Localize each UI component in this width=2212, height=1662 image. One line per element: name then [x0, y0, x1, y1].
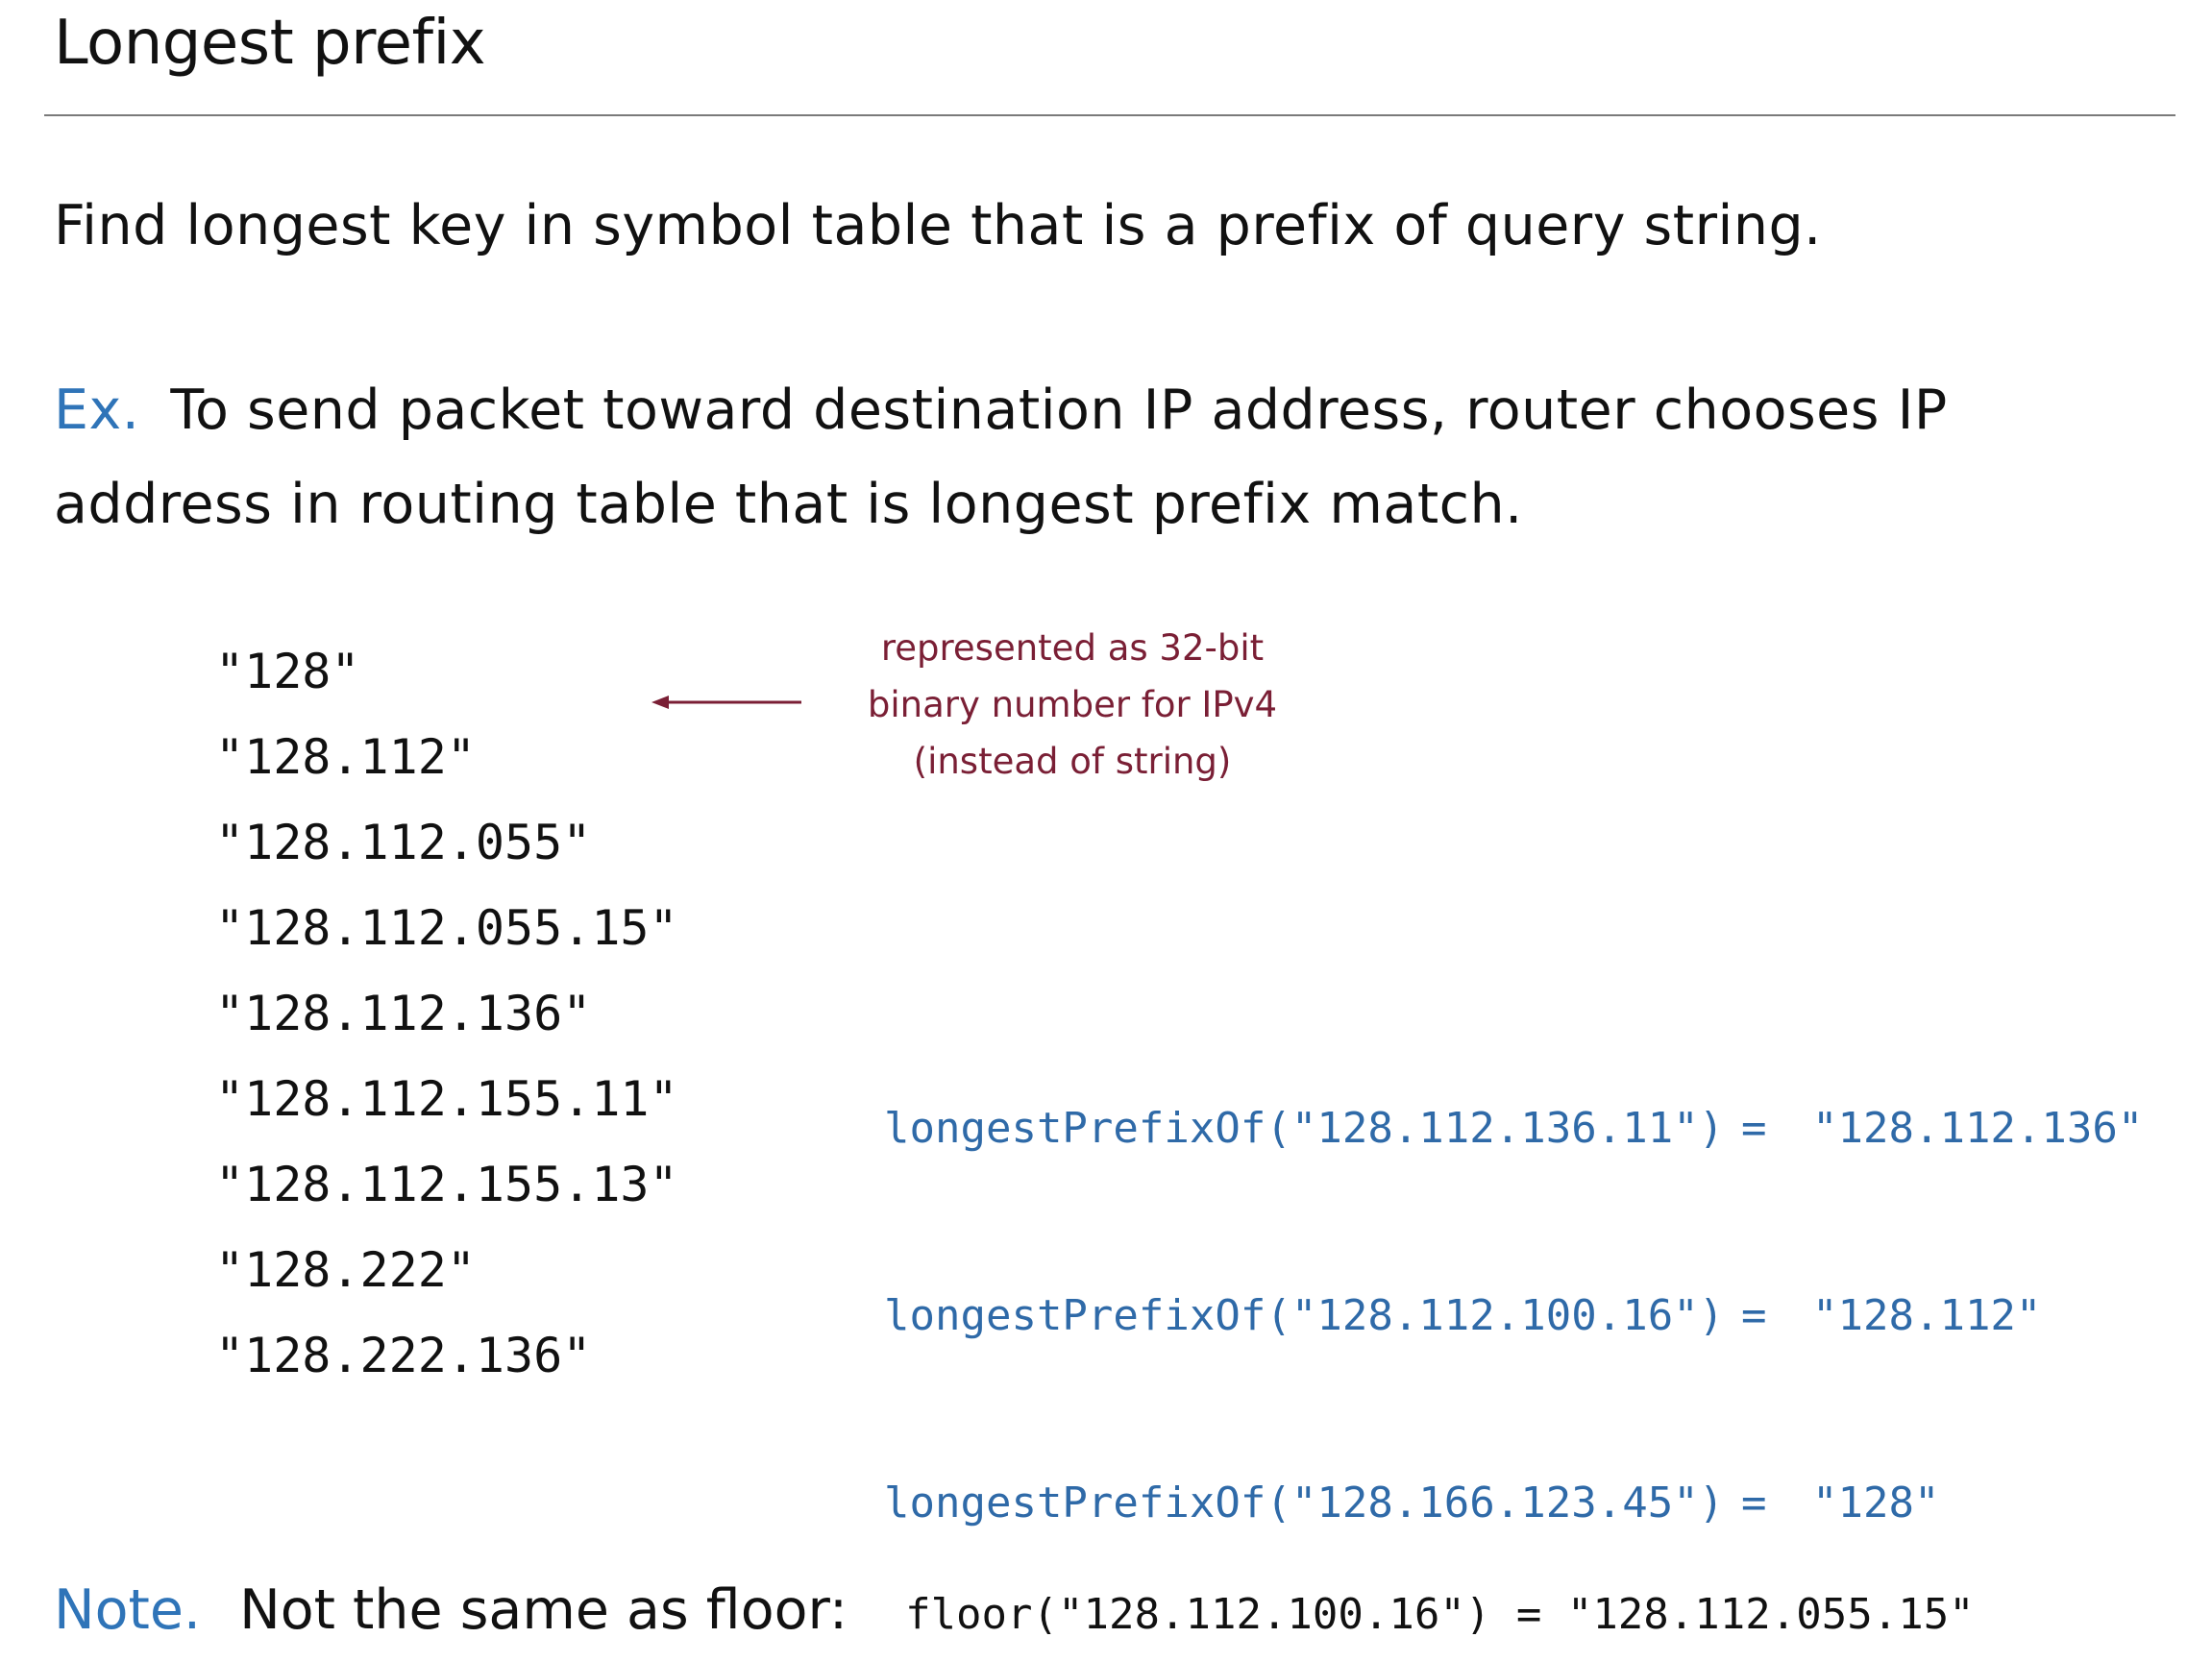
key-item: "128.112.136": [215, 986, 592, 1041]
left-arrow-icon: [651, 696, 801, 709]
key-item: "128.112.055.15": [215, 900, 678, 956]
floor-example-code: floor("128.112.100.16") = "128.112.055.1…: [905, 1590, 1975, 1639]
key-item: "128.222": [215, 1242, 476, 1298]
ipv4-annotation: represented as 32-bit binary number for …: [803, 620, 1341, 790]
query-result: "128": [1812, 1479, 1940, 1528]
query-call: longestPrefixOf("128.112.100.16"): [884, 1291, 1725, 1340]
routing-table-keys: "128" "128.112" "128.112.055" "128.112.0…: [215, 629, 678, 1399]
query-call: longestPrefixOf("128.166.123.45"): [884, 1479, 1725, 1528]
query-call: longestPrefixOf("128.112.136.11"): [884, 1104, 1725, 1153]
query-result: "128.112.136": [1812, 1104, 2144, 1153]
annotation-line: (instead of string): [913, 741, 1232, 782]
example-lead: Ex.: [54, 379, 140, 442]
key-item: "128.112.155.13": [215, 1157, 678, 1212]
title-divider: [44, 114, 2175, 116]
annotation-line: represented as 32-bit: [880, 627, 1265, 669]
query-row: longestPrefixOf("128.112.136.11") = "128…: [884, 1097, 2143, 1160]
key-item: "128.222.136": [215, 1328, 592, 1383]
annotation-line: binary number for IPv4: [867, 684, 1278, 725]
example-paragraph: Ex.To send packet toward destination IP …: [54, 363, 2168, 551]
query-row: longestPrefixOf("128.112.100.16") = "128…: [884, 1284, 2143, 1347]
equals-sign: =: [1741, 1291, 1767, 1340]
query-result: "128.112": [1812, 1291, 2042, 1340]
query-row: longestPrefixOf("128.166.123.45") = "128…: [884, 1472, 2143, 1534]
key-item: "128.112.055": [215, 815, 592, 870]
key-item: "128.112.155.11": [215, 1071, 678, 1127]
definition-text: Find longest key in symbol table that is…: [54, 194, 1822, 257]
key-item: "128": [215, 644, 360, 699]
query-examples: longestPrefixOf("128.112.136.11") = "128…: [884, 972, 2143, 1597]
note-paragraph: Note. Not the same as floor: floor("128.…: [54, 1572, 1975, 1653]
key-item: "128.112": [215, 729, 476, 785]
note-text: Not the same as floor:: [239, 1578, 848, 1642]
equals-sign: =: [1741, 1479, 1767, 1528]
note-lead: Note.: [54, 1578, 202, 1642]
equals-sign: =: [1741, 1104, 1767, 1153]
example-text: To send packet toward destination IP add…: [54, 379, 1948, 536]
page-title: Longest prefix: [54, 8, 486, 79]
